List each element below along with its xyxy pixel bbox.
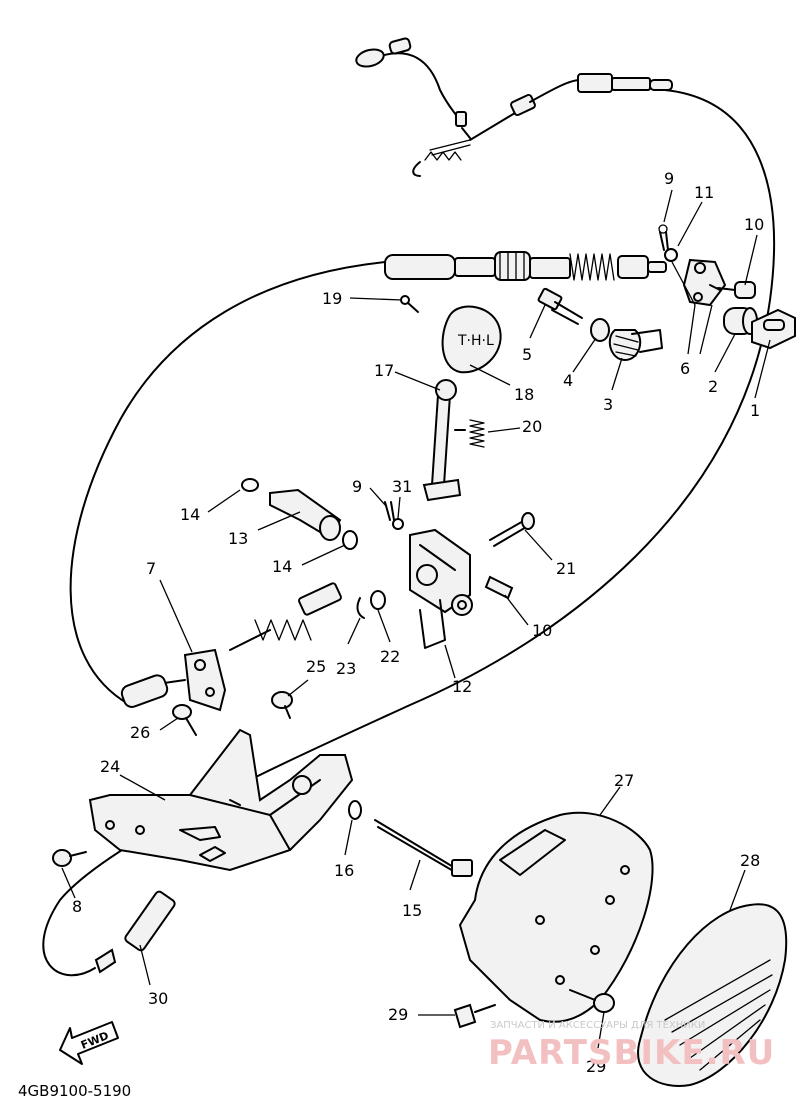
callout-3: 3 <box>603 395 613 414</box>
callout-6: 6 <box>680 359 690 378</box>
callout-12: 12 <box>452 677 472 696</box>
washer-16 <box>348 800 362 820</box>
callout-9-top: 9 <box>664 169 674 188</box>
callout-11: 11 <box>694 183 714 202</box>
bolt-15 <box>374 819 473 877</box>
callout-29-right: 29 <box>586 1057 606 1076</box>
fwd-arrow-icon: FWD <box>59 1021 119 1065</box>
cable-loop <box>69 261 386 706</box>
cotter-pin-9-mid <box>384 501 395 521</box>
callout-14-top: 14 <box>180 505 200 524</box>
svg-text:T·H·L: T·H·L <box>457 333 494 349</box>
cover-27 <box>458 811 654 1023</box>
callout-13: 13 <box>228 529 248 548</box>
callout-labels: 1 2 3 4 5 6 7 8 9 9 10 10 11 12 13 14 14… <box>72 169 764 1076</box>
callout-2: 2 <box>708 377 718 396</box>
callout-7: 7 <box>146 559 156 578</box>
watermark-line2: PARTSBIKE.RU <box>488 1033 775 1073</box>
callout-18: 18 <box>514 385 534 404</box>
callout-10-top: 10 <box>744 215 764 234</box>
callout-25: 25 <box>306 657 326 676</box>
clip-23 <box>356 597 365 619</box>
shift-cable-7 <box>120 582 342 712</box>
washer-14-bottom <box>342 530 358 550</box>
washer-22 <box>370 590 386 610</box>
pin-10-mid <box>484 575 514 600</box>
callout-16: 16 <box>334 861 354 880</box>
callout-24: 24 <box>100 757 120 776</box>
bolt-29-left <box>453 1003 496 1029</box>
bracket-24 <box>88 728 354 872</box>
pin-21 <box>489 512 535 547</box>
callout-22: 22 <box>380 647 400 666</box>
throttle-cable-loop <box>42 89 776 977</box>
callout-31: 31 <box>392 477 412 496</box>
callout-19: 19 <box>322 289 342 308</box>
bolt-5 <box>537 287 583 325</box>
callout-4: 4 <box>563 371 573 390</box>
callout-17: 17 <box>374 361 394 380</box>
callout-23: 23 <box>336 659 356 678</box>
callout-26: 26 <box>130 723 150 742</box>
cover-28 <box>637 903 788 1087</box>
callout-10-mid: 10 <box>532 621 552 640</box>
pin-10-top <box>717 281 756 299</box>
callout-28: 28 <box>740 851 760 870</box>
bushing-13 <box>269 488 342 541</box>
screw-19 <box>400 295 419 313</box>
bolt-29-right <box>569 989 615 1013</box>
leader-lines <box>61 189 771 1049</box>
washer-4 <box>590 318 610 342</box>
callout-27: 27 <box>614 771 634 790</box>
shift-lever-17 <box>422 379 466 502</box>
callout-29-left: 29 <box>388 1005 408 1024</box>
watermark-line1: ЗАПЧАСТИ И АКСЕССУАРЫ ДЛЯ ТЕХНИКИ <box>490 1020 705 1031</box>
callout-5: 5 <box>522 345 532 364</box>
callout-30: 30 <box>148 989 168 1008</box>
knob-18: T·H·L <box>441 305 502 374</box>
grommet-1 <box>751 308 796 350</box>
cable-end-30 <box>94 890 176 974</box>
callout-8: 8 <box>72 897 82 916</box>
washer-31 <box>392 518 404 530</box>
callout-9-mid: 9 <box>352 477 362 496</box>
spring-3 <box>608 329 663 362</box>
bolt-25 <box>271 691 293 719</box>
spring-20 <box>469 419 485 448</box>
diagram-code: 4GB9100-5190 <box>18 1082 131 1100</box>
cotter-pin-9-top <box>658 224 669 251</box>
middle-cable-assembly <box>384 251 667 281</box>
bolt-8 <box>52 849 87 867</box>
callout-15: 15 <box>402 901 422 920</box>
callout-21: 21 <box>556 559 576 578</box>
bolt-26 <box>172 704 197 736</box>
lever-6 <box>682 258 727 307</box>
upper-cable-assembly <box>355 37 673 177</box>
washer-14-top <box>241 478 259 492</box>
callout-14-bottom: 14 <box>272 557 292 576</box>
callout-20: 20 <box>522 417 542 436</box>
shift-bracket-12 <box>409 528 473 649</box>
callout-1: 1 <box>750 401 760 420</box>
washer-11 <box>664 248 678 262</box>
